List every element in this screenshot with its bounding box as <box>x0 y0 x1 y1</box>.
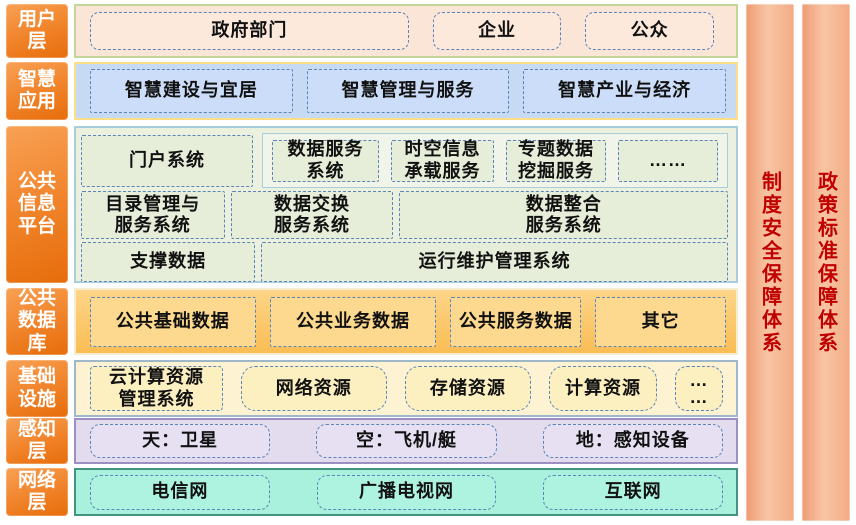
policy-standard-pillar-text: 政策标准保障体系 <box>814 170 837 355</box>
box-public-basic-data: 公共基础数据 <box>90 296 256 347</box>
infrastructure-label: 基础设施 <box>6 360 68 417</box>
user-layer-band: 政府部门 企业 公众 <box>74 4 738 58</box>
infrastructure-band: 云计算资源 管理系统 网络资源 存储资源 计算资源 … … <box>74 360 738 417</box>
box-other-data: 其它 <box>595 296 727 347</box>
box-operation-maintenance: 运行维护管理系统 <box>261 242 728 282</box>
box-data-exchange-service: 数据交换 服务系统 <box>230 191 394 239</box>
box-enterprises: 企业 <box>432 12 562 50</box>
sensing-band: 天：卫星 空：飞机/艇 地：感知设备 <box>74 418 738 464</box>
box-catalog-management-service: 目录管理与 服务系统 <box>81 191 225 239</box>
sensing-layer-label: 感知层 <box>6 418 68 464</box>
user-layer-label: 用户层 <box>6 4 68 58</box>
box-smart-management-service: 智慧管理与服务 <box>306 69 510 113</box>
box-ground-sensing-devices: 地：感知设备 <box>542 424 723 458</box>
box-more-resources-ellipsis: … … <box>674 366 723 411</box>
box-broadcast-tv-network: 广播电视网 <box>316 474 497 510</box>
box-supporting-data: 支撑数据 <box>81 242 256 282</box>
institutional-security-pillar-text: 制度安全保障体系 <box>758 170 781 355</box>
box-sky-satellite: 天：卫星 <box>90 424 271 458</box>
network-band: 电信网 广播电视网 互联网 <box>74 468 738 516</box>
box-telecom-network: 电信网 <box>90 474 270 510</box>
public-info-platform-label: 公共信息平台 <box>6 126 68 283</box>
public-info-platform-band: 门户系统 数据服务 系统 时空信息 承载服务 专题数据 挖掘服务 …… 目录管理… <box>74 126 738 283</box>
box-data-integration-service: 数据整合 服务系统 <box>399 191 728 239</box>
smart-apps-band: 智慧建设与宜居 智慧管理与服务 智慧产业与经济 <box>74 62 738 120</box>
box-network-resources: 网络资源 <box>240 366 387 411</box>
box-public-business-data: 公共业务数据 <box>269 296 437 347</box>
box-public: 公众 <box>585 12 715 50</box>
box-air-aircraft: 空：飞机/艇 <box>316 424 497 458</box>
box-data-service-system: 数据服务 系统 <box>272 139 380 182</box>
box-internet: 互联网 <box>543 474 724 510</box>
box-cloud-resource-management: 云计算资源 管理系统 <box>90 366 223 411</box>
service-systems-panel: 数据服务 系统 时空信息 承载服务 专题数据 挖掘服务 …… <box>262 133 728 188</box>
box-storage-resources: 存储资源 <box>404 366 532 411</box>
box-spatiotemporal-service: 时空信息 承载服务 <box>391 139 495 182</box>
box-smart-construction-living: 智慧建设与宜居 <box>90 69 293 113</box>
box-more-services-ellipsis: …… <box>618 139 718 182</box>
box-thematic-data-mining: 专题数据 挖掘服务 <box>506 139 607 182</box>
policy-standard-pillar: 政策标准保障体系 <box>802 4 850 521</box>
public-database-label: 公共数据库 <box>6 288 68 355</box>
box-computing-resources: 计算资源 <box>549 366 657 411</box>
institutional-security-pillar: 制度安全保障体系 <box>746 4 794 521</box>
public-database-band: 公共基础数据 公共业务数据 公共服务数据 其它 <box>74 288 738 355</box>
box-public-service-data: 公共服务数据 <box>450 296 582 347</box>
box-government-departments: 政府部门 <box>90 12 409 50</box>
smart-apps-layer-label: 智慧应用 <box>6 62 68 120</box>
box-portal-system: 门户系统 <box>81 134 253 187</box>
box-smart-industry-economy: 智慧产业与经济 <box>523 69 727 113</box>
network-layer-label: 网络层 <box>6 468 68 516</box>
